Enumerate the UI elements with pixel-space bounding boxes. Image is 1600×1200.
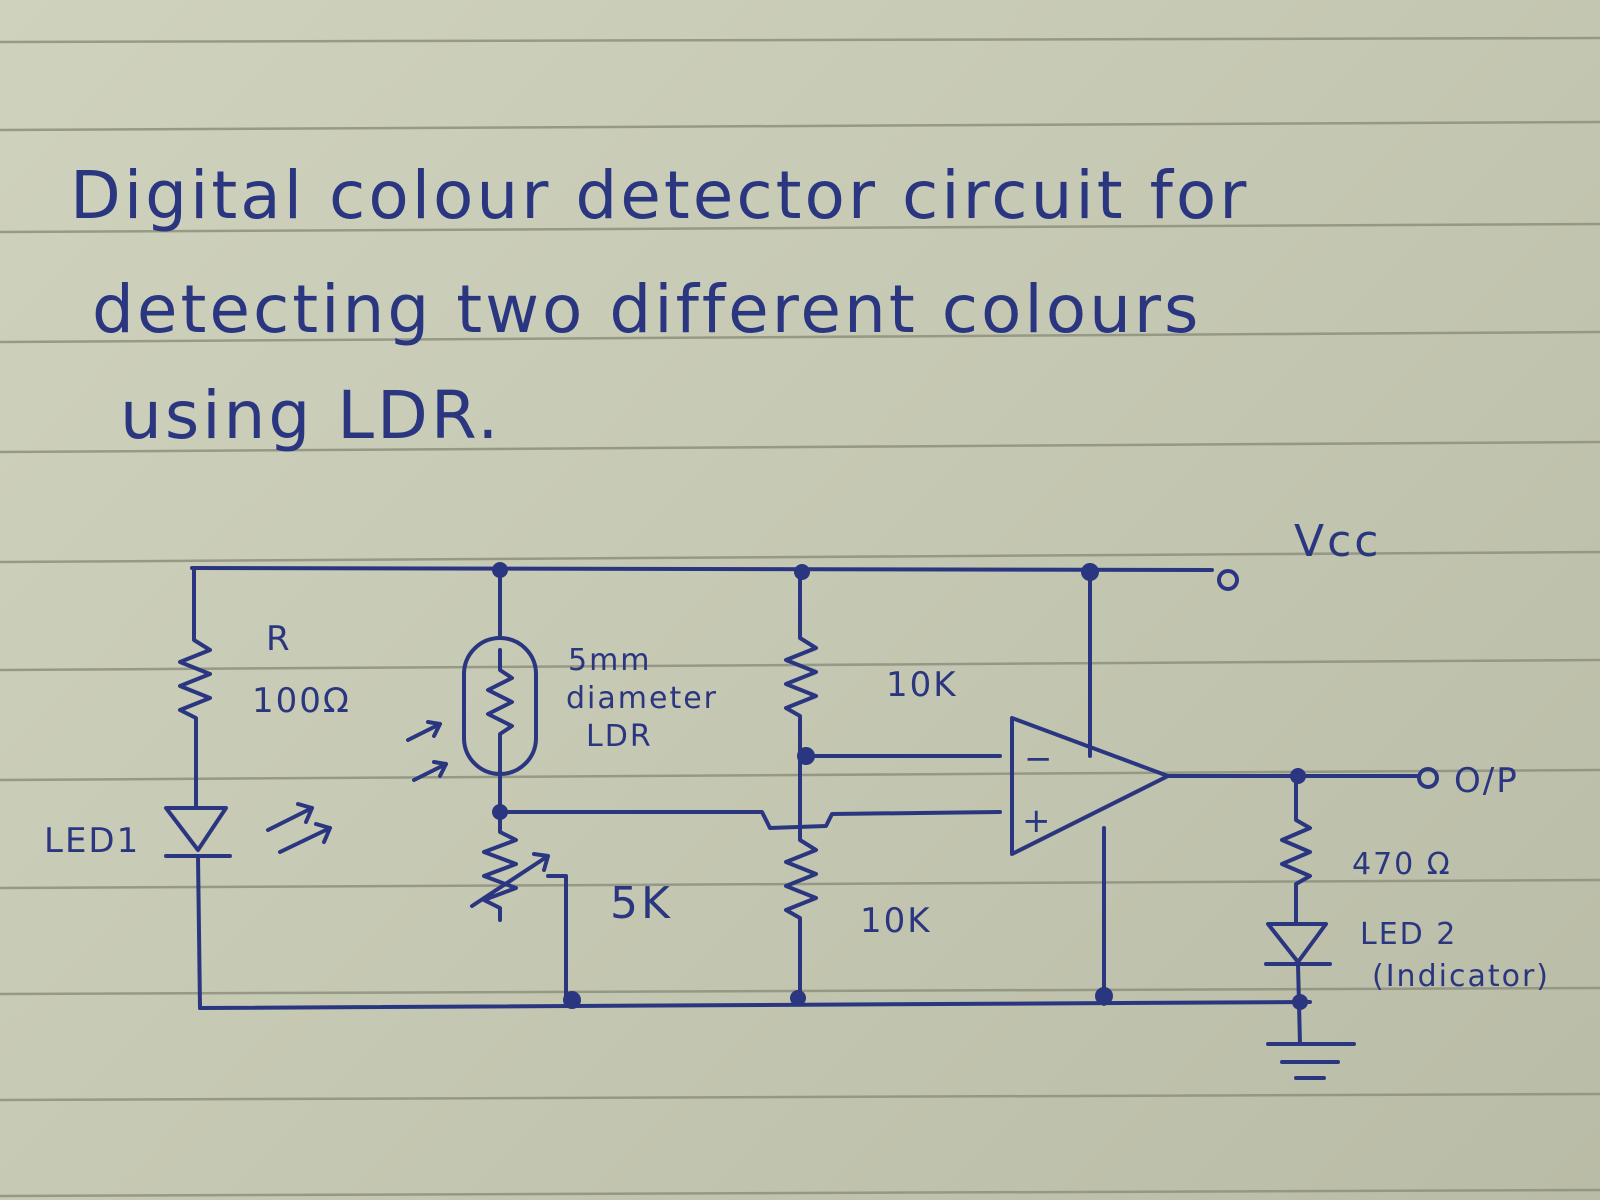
ldr-resistor	[486, 648, 514, 814]
junction-dots	[492, 562, 1308, 1010]
title-line-2: detecting two different colours	[92, 271, 1201, 348]
title-line-1: Digital colour detector circuit for	[70, 157, 1249, 234]
output-label: O/P	[1454, 761, 1519, 801]
resistor-r-value: 100Ω	[252, 681, 351, 721]
resistor-10k-bottom	[784, 754, 818, 1006]
resistor-10k-top	[784, 568, 818, 758]
opamp-inverting-label: −	[1024, 739, 1055, 779]
ldr-light-arrows	[406, 720, 448, 782]
title-line-3: using LDR.	[120, 377, 501, 454]
led1-label: LED1	[44, 821, 140, 861]
output-terminal	[1417, 767, 1439, 789]
resistor-470-label: 470 Ω	[1352, 847, 1452, 882]
vcc-label: Vcc	[1294, 516, 1381, 567]
ldr-label-size: 5mm	[568, 643, 652, 678]
led2-symbol	[1264, 922, 1332, 1046]
pot-value-label: 5K	[610, 878, 673, 929]
ground-rail	[198, 1000, 1312, 1010]
vcc-rail	[190, 566, 1214, 572]
ldr-label-diameter: diameter	[566, 681, 718, 716]
led1-symbol	[164, 806, 232, 1010]
led1-light-arrows	[266, 802, 332, 854]
vcc-terminal	[1217, 569, 1239, 591]
ground-symbol	[1266, 1042, 1356, 1080]
led2-indicator-label: (Indicator)	[1372, 959, 1550, 994]
resistor-top-label: 10K	[886, 665, 958, 705]
ldr-label-type: LDR	[586, 719, 653, 754]
resistor-bottom-label: 10K	[860, 901, 932, 941]
ruled-lines	[0, 36, 1600, 1198]
resistor-r-label: R	[266, 619, 292, 659]
opamp-noninverting-label: +	[1022, 801, 1053, 841]
potentiometer-5k	[470, 810, 568, 1008]
resistor-470	[1280, 774, 1312, 926]
ldr-to-noninverting-wire	[498, 810, 1002, 830]
led2-label: LED 2	[1360, 917, 1457, 952]
resistor-r	[178, 566, 212, 808]
